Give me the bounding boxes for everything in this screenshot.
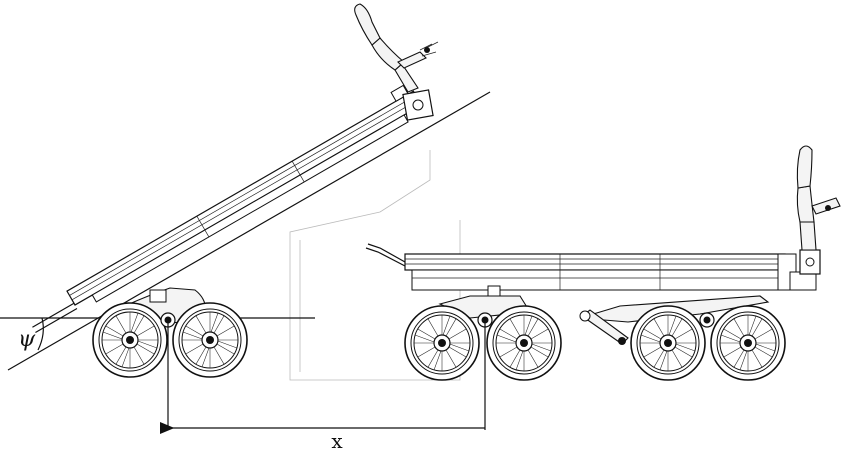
angle-label: ψ [18,327,36,352]
right-front-wheel-2 [710,305,786,381]
left-robot-arm [354,3,439,121]
left-suspension-box [149,289,167,303]
ghost-outline [289,150,461,381]
right-front-wheel-1 [630,305,706,381]
angle-arc [37,317,44,351]
bogie-pivot-joint [699,312,715,328]
left-rear-wheel [92,302,168,378]
incline-line [7,91,491,371]
distance-label: x [331,429,343,451]
left-front-wheel [172,302,248,378]
level-cart [365,145,841,381]
level-cart-handle [367,243,406,263]
distance-dimension: x [160,322,486,451]
right-rear-wheel-1 [404,305,480,381]
right-robot-arm [796,145,841,275]
tilted-cart: ψ [0,3,491,378]
right-rear-wheel-2 [486,305,562,381]
tilted-platform [32,84,423,333]
level-platform [404,253,786,271]
